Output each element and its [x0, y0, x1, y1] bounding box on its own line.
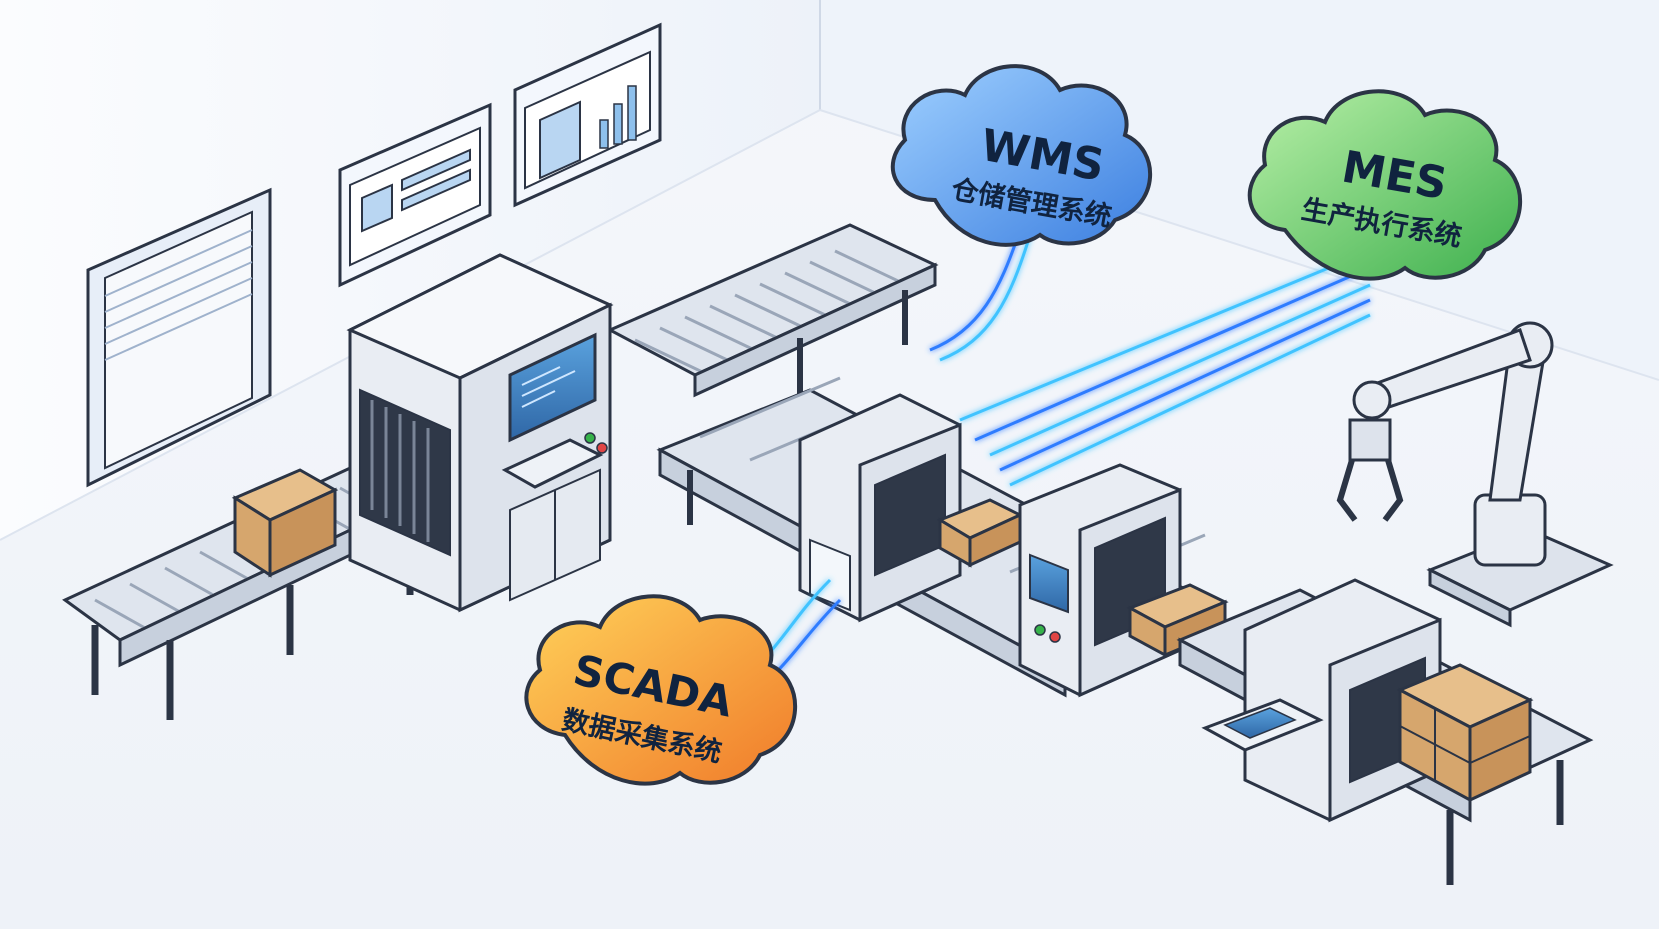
back-conveyor	[606, 223, 939, 398]
wall-dashboard-right	[513, 22, 662, 208]
data-links-to-mes	[959, 253, 1371, 487]
cardboard-box-left	[231, 468, 339, 578]
green-button	[584, 432, 596, 444]
data-links-to-wms	[929, 229, 1032, 362]
keypad	[501, 438, 604, 489]
gate-screen	[1029, 553, 1069, 614]
red-button	[596, 442, 608, 454]
scada-cloud: SCADA 数据采集系统	[524, 594, 798, 786]
mes-cloud: MES 生产执行系统	[1247, 89, 1523, 281]
main-control-machine	[346, 253, 614, 613]
wall-dashboard-left	[338, 102, 492, 288]
scanner-gate-2	[1018, 463, 1182, 698]
rolling-door	[86, 187, 272, 488]
control-screen	[508, 332, 597, 443]
scanner-gate-1	[798, 393, 962, 623]
robot-arm	[1336, 321, 1614, 628]
wms-cloud: WMS 仓储管理系统	[890, 64, 1152, 247]
stacked-boxes	[1396, 663, 1534, 803]
